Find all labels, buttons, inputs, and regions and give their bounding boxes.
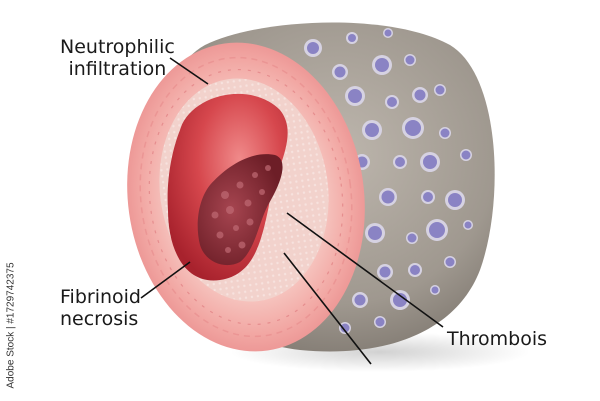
leader-neutrophilic xyxy=(169,57,209,85)
leader-lines xyxy=(140,57,444,365)
label-line: Neutrophilic xyxy=(60,36,175,58)
credit-text: Adobe Stock | #1729742375 xyxy=(5,262,17,389)
leader-thrombois-a xyxy=(286,212,444,328)
thrombus-texture xyxy=(211,165,271,253)
label-fibrinoid-necrosis: Fibrinoid necrosis xyxy=(60,286,141,330)
label-line: infiltration xyxy=(68,58,167,80)
leader-fibrinoid xyxy=(140,261,191,299)
label-line: necrosis xyxy=(60,308,139,330)
stock-credit: Adobe Stock | #1729742375 xyxy=(2,252,18,397)
neutrophil-cells xyxy=(304,28,473,334)
label-neutrophilic-infiltration: Neutrophilic infiltration xyxy=(60,36,175,80)
leader-thrombois-b xyxy=(283,252,372,365)
media-rings xyxy=(139,56,353,338)
label-line: Thrombois xyxy=(447,328,548,350)
label-thrombois: Thrombois xyxy=(447,328,547,350)
label-line: Fibrinoid xyxy=(60,286,141,308)
